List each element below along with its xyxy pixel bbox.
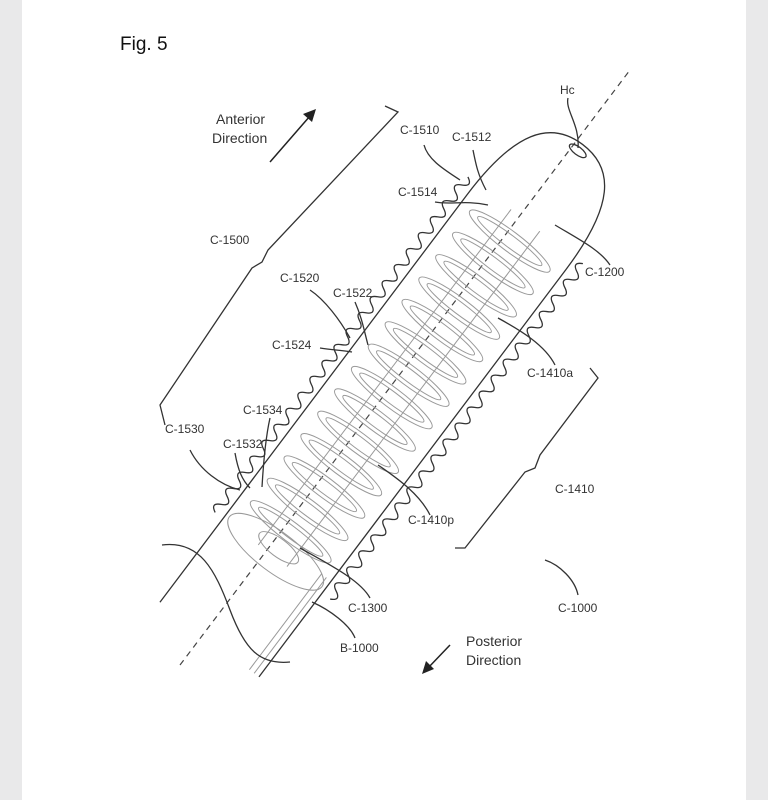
posterior-label-line1: Posterior: [466, 633, 522, 649]
spring-ring: [468, 209, 551, 273]
spring-rings: [249, 209, 551, 564]
spring-ring: [266, 477, 349, 542]
spring-ring: [249, 500, 332, 564]
wavy-membrane-bottom: [330, 262, 584, 601]
anterior-arrow-icon: [269, 115, 311, 163]
spring-ring: [460, 238, 526, 289]
spring-ring: [274, 484, 341, 535]
spring-ring: [258, 506, 324, 557]
spring-ring: [317, 410, 399, 474]
figure-title: Fig. 5: [120, 34, 168, 55]
spring-ring: [300, 433, 383, 497]
spring-ring: [359, 372, 425, 423]
label-c1300: C-1300: [348, 601, 388, 615]
bracket-c1500: [159, 105, 400, 426]
spring-ring: [291, 462, 358, 513]
leader-lines: [189, 97, 611, 639]
label-c1410: C-1410: [555, 482, 595, 496]
label-c1524: C-1524: [272, 338, 312, 352]
spring-ring: [401, 298, 484, 363]
label-c1520: C-1520: [280, 271, 320, 285]
spring-ring: [325, 417, 391, 468]
central-axis: [179, 69, 631, 666]
label-c1512: C-1512: [452, 130, 492, 144]
central-opening: [258, 531, 300, 565]
posterior-arrow-icon: [427, 644, 451, 669]
spring-ring: [376, 350, 442, 401]
label-hc: Hc: [560, 83, 575, 97]
spring-ring: [283, 455, 366, 519]
spring-ring: [435, 254, 517, 318]
spring-ring: [350, 365, 433, 430]
spring-ring: [384, 321, 467, 385]
spring-ring: [308, 439, 374, 490]
label-b1000: B-1000: [340, 641, 379, 655]
outer-sleeve: [159, 131, 606, 678]
label-c1510: C-1510: [400, 123, 440, 137]
anterior-arrowhead-icon: [303, 109, 316, 122]
spring-ring: [418, 276, 501, 340]
anterior-label-line2: Direction: [212, 130, 267, 146]
wavy-membrane-top: [213, 176, 471, 513]
base-outline: [161, 543, 291, 664]
spring-ring: [477, 216, 543, 267]
spring-ring: [409, 305, 476, 356]
posterior-label-line2: Direction: [466, 652, 521, 668]
label-c1530: C-1530: [165, 422, 205, 436]
tip-opening: [568, 143, 587, 159]
base-disc: [227, 512, 325, 591]
spring-ring: [367, 343, 450, 407]
device-body: [159, 131, 606, 678]
spring-ring: [392, 327, 459, 378]
anterior-label-line1: Anterior: [216, 111, 265, 127]
spring-ring: [334, 388, 416, 452]
label-c1410a: C-1410a: [527, 366, 573, 380]
label-c1200: C-1200: [585, 265, 625, 279]
label-c1000: C-1000: [558, 601, 598, 615]
bracket-c1410: [455, 367, 599, 549]
label-c1534: C-1534: [243, 403, 283, 417]
spring-ring: [452, 231, 534, 296]
spring-ring: [342, 394, 408, 446]
posterior-arrowhead-icon: [422, 661, 434, 674]
label-c1514: C-1514: [398, 185, 438, 199]
patent-sheet: [22, 0, 746, 800]
label-c1522: C-1522: [333, 286, 373, 300]
label-c1500: C-1500: [210, 233, 250, 247]
label-c1410p: C-1410p: [408, 513, 454, 527]
spring-ring: [443, 260, 509, 311]
label-c1532: C-1532: [223, 437, 263, 451]
